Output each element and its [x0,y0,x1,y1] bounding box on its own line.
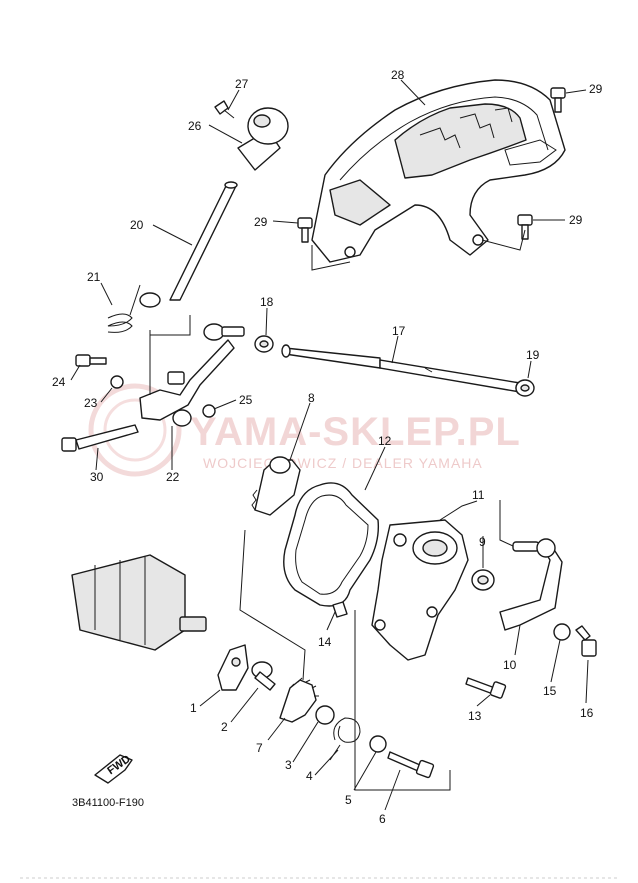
dowel-pin [332,601,348,618]
nut-shaft-right [515,379,535,397]
callout-14: 14 [318,635,332,649]
callout-12: 12 [378,434,392,448]
callout-23: 23 [84,396,98,410]
washer-lever [202,404,216,418]
bushing [251,661,276,691]
shift-drum [71,554,207,651]
stopper-lever [251,456,301,516]
leader-lines [70,79,589,811]
callout-3: 3 [285,758,292,772]
shift-knob [237,107,289,171]
callout-28: 28 [391,68,405,82]
crankcase-cover [371,519,469,661]
callout-10: 10 [503,658,517,672]
callout-27: 27 [235,77,249,91]
segment-plate [217,644,249,691]
callout-16: 16 [580,706,594,720]
bolt-6 [387,751,435,779]
callout-13: 13 [468,709,482,723]
callout-4: 4 [306,769,313,783]
callout-11: 11 [472,488,485,502]
diagram-code: 3B41100-F190 [72,797,144,809]
watermark-logo [88,383,182,477]
callout-7: 7 [256,741,263,755]
bolt-16 [575,625,597,657]
stopper-gear [279,677,319,723]
callout-30: 30 [90,470,104,484]
cover-bolt-13 [465,677,507,699]
callout-24: 24 [52,375,66,389]
fwd-arrow-icon: FWD [94,753,133,784]
callout-20: 20 [130,218,144,232]
callout-17: 17 [392,324,406,338]
callout-6: 6 [379,812,386,826]
callout-labels: 27 26 28 29 29 29 20 21 18 17 19 24 23 2… [52,68,603,826]
callout-19: 19 [526,348,540,362]
callout-8: 8 [308,391,315,405]
callout-29-left: 29 [254,215,268,229]
watermark-brand: YAMA-SKLEP.PL [190,410,521,454]
shift-shaft [281,344,525,395]
callout-2: 2 [221,720,228,734]
callout-1: 1 [190,701,197,715]
callout-22: 22 [166,470,180,484]
knob-screw [214,100,235,119]
callout-26: 26 [188,119,202,133]
cover-gasket [283,482,380,607]
callout-29-top: 29 [589,82,603,96]
washer-15 [553,623,571,641]
nut-shaft-left [254,335,274,353]
callout-21: 21 [87,270,101,284]
shift-guide-cover [311,79,566,263]
shift-lever-assembly [139,323,245,427]
callout-25: 25 [239,393,253,407]
washer-3 [315,705,335,725]
callout-15: 15 [543,684,557,698]
oil-seal [471,569,495,591]
washer-small [110,375,124,389]
callout-29-right: 29 [569,213,583,227]
watermark-dealer: WOJCIECHOWICZ / DEALER YAMAHA [203,455,483,471]
pivot-bolt-small [75,354,107,367]
pivot-bolt [61,424,139,452]
callout-5: 5 [345,793,352,807]
cover-bolt-right [517,214,533,240]
callout-9: 9 [479,535,486,549]
cover-bolt-top [550,87,566,113]
washer-5 [369,735,387,753]
callout-18: 18 [260,295,274,309]
shift-arm [499,538,563,631]
shift-lever-rod [139,181,238,308]
lever-spring [107,284,141,333]
cover-bolt-left [297,217,313,243]
